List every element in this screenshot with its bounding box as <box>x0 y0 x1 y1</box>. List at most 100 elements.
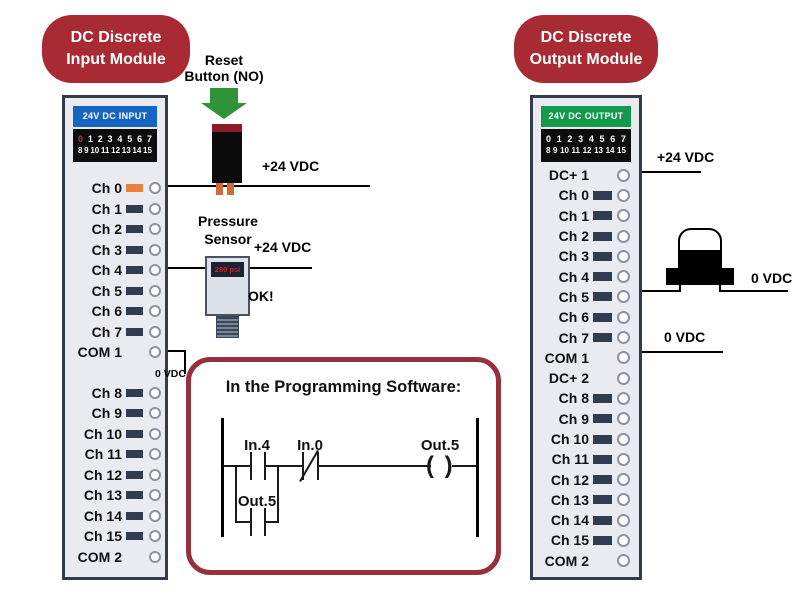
status-indicator <box>126 266 143 275</box>
terminal-screw <box>617 310 630 324</box>
channel-label: Ch 10 <box>83 425 122 442</box>
channel-row-ch-0: Ch 0 <box>68 178 162 199</box>
channel-row-ch-5: Ch 5 <box>536 287 636 307</box>
channel-row-ch-9: Ch 9 <box>68 403 162 424</box>
bit-number: 3 <box>578 134 584 145</box>
status-indicator <box>126 245 143 254</box>
channel-row-ch-3: Ch 3 <box>536 246 636 266</box>
bit-number: 10 <box>560 146 569 156</box>
bit-number: 13 <box>594 146 603 156</box>
terminal-screw <box>617 168 630 182</box>
terminal-screw <box>149 427 161 440</box>
bit-number: 5 <box>599 134 605 145</box>
pressure-sensor-graphic: 280 psi <box>205 256 250 316</box>
channel-label: Ch 6 <box>558 309 589 326</box>
terminal-screw <box>149 407 161 420</box>
status-indicator <box>126 409 143 418</box>
channel-row-ch-6: Ch 6 <box>68 301 162 322</box>
terminal-screw <box>617 331 630 345</box>
status-indicator <box>126 388 143 397</box>
bit-number: 4 <box>588 134 594 145</box>
contact-in0-leg <box>317 452 320 480</box>
terminal-screw <box>617 391 630 405</box>
down-arrow-head-icon <box>201 103 247 119</box>
badge-input-line2: Input Module <box>66 51 166 68</box>
channel-row-ch-2: Ch 2 <box>68 219 162 240</box>
channel-label: Ch 8 <box>558 390 589 407</box>
bit-number: 10 <box>90 146 100 156</box>
channel-label: Ch 7 <box>91 323 122 340</box>
terminal-screw <box>149 509 161 522</box>
channel-row-ch-0: Ch 0 <box>536 185 636 205</box>
status-indicator <box>593 190 612 200</box>
terminal-screw <box>617 513 630 527</box>
channel-label: Ch 8 <box>91 384 122 401</box>
channel-row-ch-4: Ch 4 <box>68 260 162 281</box>
bit-number: 15 <box>617 146 626 156</box>
status-indicator <box>593 312 612 322</box>
channel-row-ch-13: Ch 13 <box>68 485 162 506</box>
solenoid-voltage-label: 0 VDC <box>751 270 793 286</box>
bit-number: 5 <box>127 134 133 145</box>
status-indicator <box>593 535 612 545</box>
terminal-screw <box>617 188 630 202</box>
channel-row-ch-11: Ch 11 <box>68 444 162 465</box>
terminal-screw <box>617 554 630 568</box>
terminal-screw <box>617 270 630 284</box>
bit-number: 6 <box>610 134 616 145</box>
reset-button-label: Reset Button (NO) <box>164 52 284 84</box>
bit-number: 3 <box>107 134 113 145</box>
reset-button-cap <box>212 124 242 132</box>
reset-button-terminal-right <box>227 182 234 195</box>
rung-segment <box>264 465 302 468</box>
badge-output-line1: DC Discrete <box>540 28 632 46</box>
bit-number: 1 <box>87 134 93 145</box>
branch-segment <box>235 521 250 524</box>
wire-dc1-to-24vdc <box>629 171 701 174</box>
reset-label-line2: Button (NO) <box>184 68 264 85</box>
output-coil-symbol: ( ) <box>426 452 455 479</box>
status-indicator <box>593 292 612 302</box>
channel-label: Ch 11 <box>84 446 122 463</box>
status-indicator <box>593 454 612 464</box>
bit-number: 4 <box>117 134 123 145</box>
channel-row-ch-7: Ch 7 <box>536 327 636 347</box>
coil-out5-label: Out.5 <box>420 437 460 454</box>
status-indicator <box>126 450 143 459</box>
bit-number: 11 <box>571 146 581 156</box>
channel-row-com-1: COM 1 <box>68 342 162 363</box>
bit-number: 9 <box>553 146 558 156</box>
channel-label: Ch 10 <box>550 431 589 447</box>
channel-row-ch-2: Ch 2 <box>536 226 636 246</box>
status-indicator <box>126 532 143 541</box>
wire-com1-right-to-0vdc <box>629 351 723 354</box>
channel-label: Ch 14 <box>550 512 589 529</box>
channel-label: Ch 5 <box>558 288 589 305</box>
terminal-screw <box>617 351 630 365</box>
channel-label: Ch 6 <box>91 303 122 320</box>
contact-in4-leg <box>250 452 253 480</box>
terminal-screw <box>149 448 161 461</box>
bit-number: 15 <box>143 146 152 156</box>
com1-right-voltage-label: 0 VDC <box>664 329 706 345</box>
channel-row-ch-8: Ch 8 <box>68 383 162 404</box>
channel-row-dc-1: DC+ 1 <box>536 165 636 185</box>
branch-left-vertical <box>235 466 238 523</box>
channel-label: Ch 1 <box>91 200 122 217</box>
status-indicator <box>593 475 612 485</box>
bit-number: 14 <box>132 146 142 156</box>
channel-label: Ch 12 <box>550 471 589 488</box>
terminal-screw <box>149 386 161 399</box>
wire-com1-left-h <box>158 350 186 353</box>
status-indicator <box>593 333 612 343</box>
branch-segment <box>264 521 279 524</box>
channel-row-com-2: COM 2 <box>536 551 636 571</box>
channel-row-ch-14: Ch 14 <box>68 506 162 527</box>
bit-number: 13 <box>121 146 131 156</box>
sensor-display-readout: 280 psi <box>211 262 244 277</box>
status-indicator <box>126 491 143 500</box>
